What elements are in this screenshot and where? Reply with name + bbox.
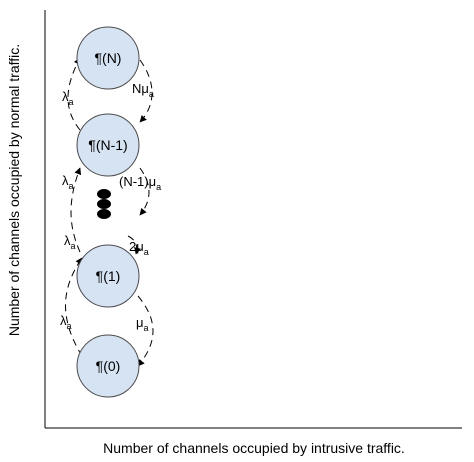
arrival-label-bottom: λa xyxy=(60,313,72,331)
state-n: ¶(N) xyxy=(76,26,140,90)
service-arc-n1-to-down xyxy=(139,167,150,216)
y-axis-label: Number of channels occupied by normal tr… xyxy=(6,44,22,336)
state-1-label: ¶(1) xyxy=(96,268,121,284)
service-label-top: Nμa xyxy=(132,81,154,99)
service-arc-1-to-0 xyxy=(137,295,154,367)
arrival-label-lower: λa xyxy=(64,233,76,251)
state-1: ¶(1) xyxy=(76,244,140,308)
ellipsis-dot-3 xyxy=(97,209,111,219)
service-arc-n-to-n1 xyxy=(139,59,153,123)
ellipsis-dot-2 xyxy=(97,199,111,209)
x-axis-label: Number of channels occupied by intrusive… xyxy=(103,440,405,456)
service-label-2: 2μa xyxy=(129,239,149,257)
service-label-n1: (N-1)μa xyxy=(119,174,161,192)
state-n-label: ¶(N) xyxy=(95,50,122,66)
service-label-1: μa xyxy=(136,315,149,333)
arrival-label-top: λa xyxy=(62,89,74,107)
ellipsis-dot-1 xyxy=(97,189,111,199)
state-0-label: ¶(0) xyxy=(96,358,121,374)
state-n1-label: ¶(N-1) xyxy=(88,137,127,153)
state-n1: ¶(N-1) xyxy=(76,113,140,177)
arrival-arc-1-to-2 xyxy=(70,167,82,253)
service-arc-2-to-1 xyxy=(127,235,141,255)
arrival-label-mid: λa xyxy=(62,173,74,191)
arrival-arc-n1-to-n xyxy=(67,57,81,131)
arrival-arc-0-to-1 xyxy=(65,257,83,357)
state-0: ¶(0) xyxy=(76,334,140,398)
